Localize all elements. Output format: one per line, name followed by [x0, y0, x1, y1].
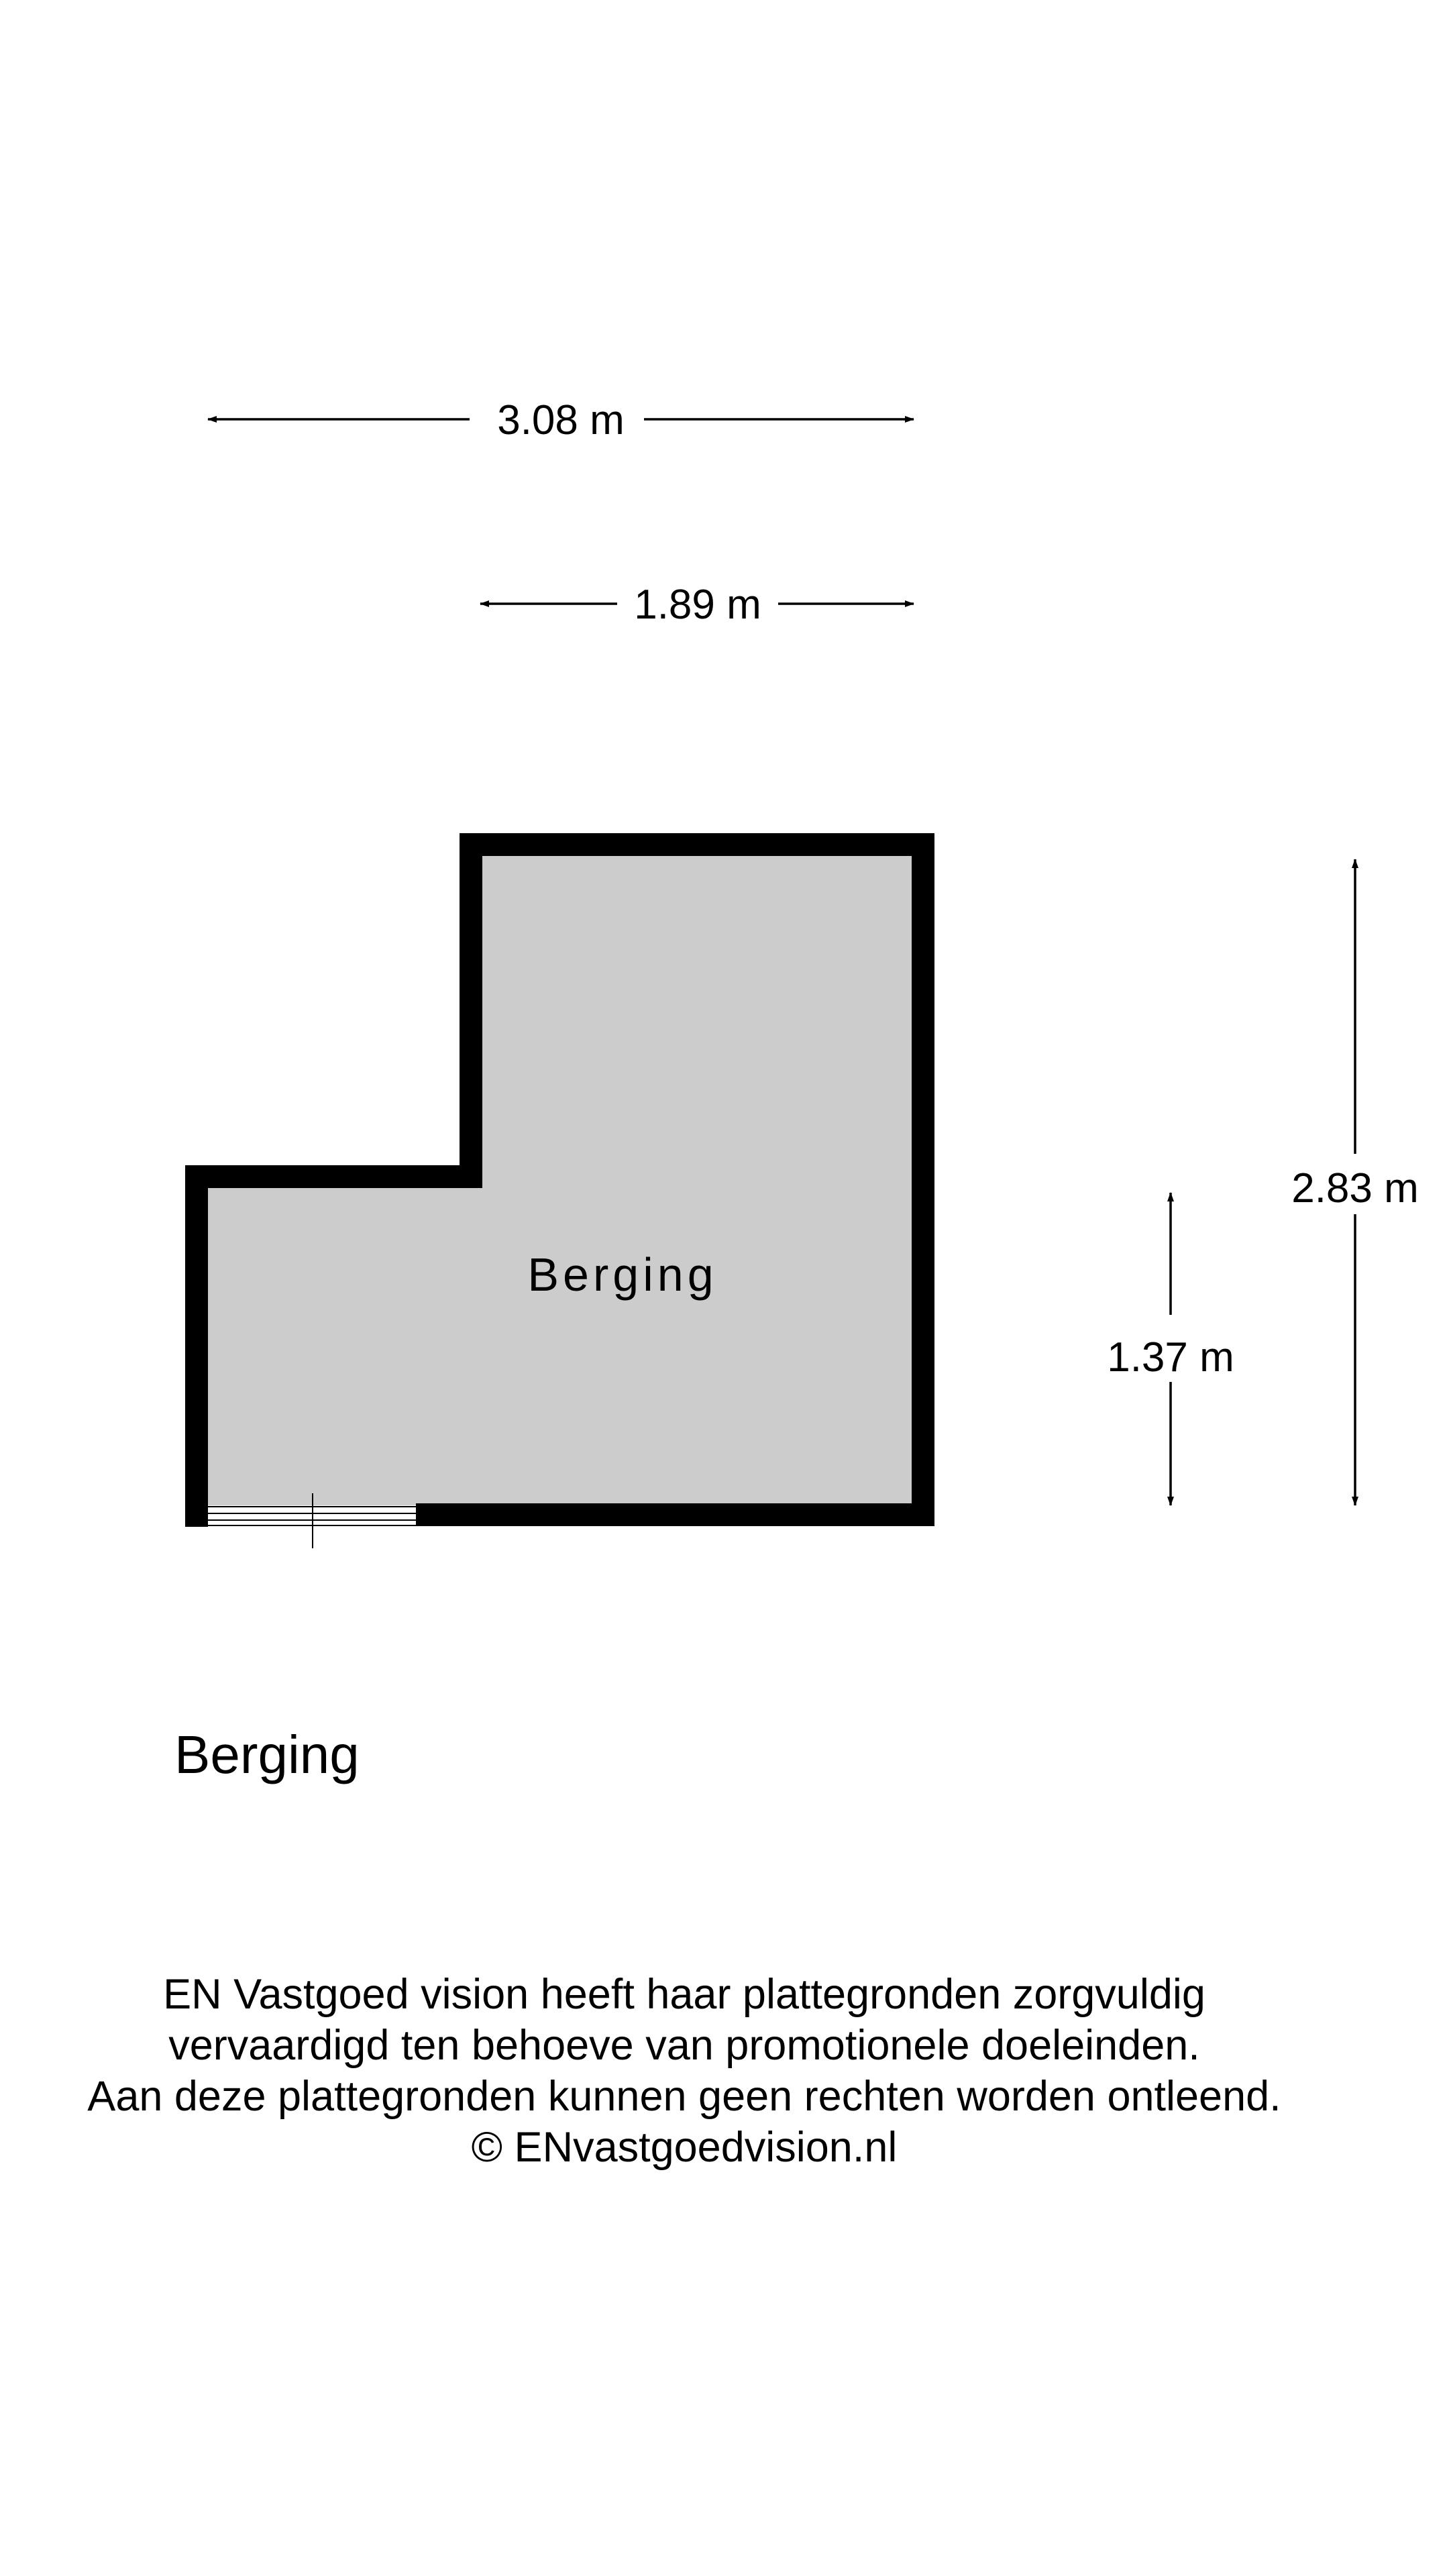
dimension-label: 1.89 m: [634, 582, 761, 628]
disclaimer: EN Vastgoed vision heeft haar plattegron…: [0, 1969, 1368, 2173]
floor-name: Berging: [174, 1725, 360, 1784]
dimension-right-height: 2.83 m: [1291, 859, 1419, 1506]
dimension-left-height: 1.37 m: [1107, 1192, 1234, 1506]
room-label: Berging: [527, 1248, 717, 1301]
dimension-label: 1.37 m: [1107, 1334, 1234, 1381]
copyright-line: © ENvastgoedvision.nl: [471, 2124, 898, 2171]
disclaimer-line: Aan deze plattegronden kunnen geen recht…: [87, 2073, 1281, 2120]
wall: [185, 833, 934, 1527]
dimension-label: 2.83 m: [1291, 1165, 1419, 1212]
dimension-upper-width: 1.89 m: [480, 582, 914, 628]
dimension-top-width: 3.08 m: [207, 397, 914, 443]
disclaimer-line: vervaardigd ten behoeve van promotionele…: [168, 2022, 1200, 2069]
dimension-label: 3.08 m: [497, 397, 625, 443]
door: [208, 1493, 416, 1548]
walls: [185, 833, 934, 1527]
room-floor: [206, 854, 914, 1505]
disclaimer-line: EN Vastgoed vision heeft haar plattegron…: [163, 1971, 1205, 2018]
